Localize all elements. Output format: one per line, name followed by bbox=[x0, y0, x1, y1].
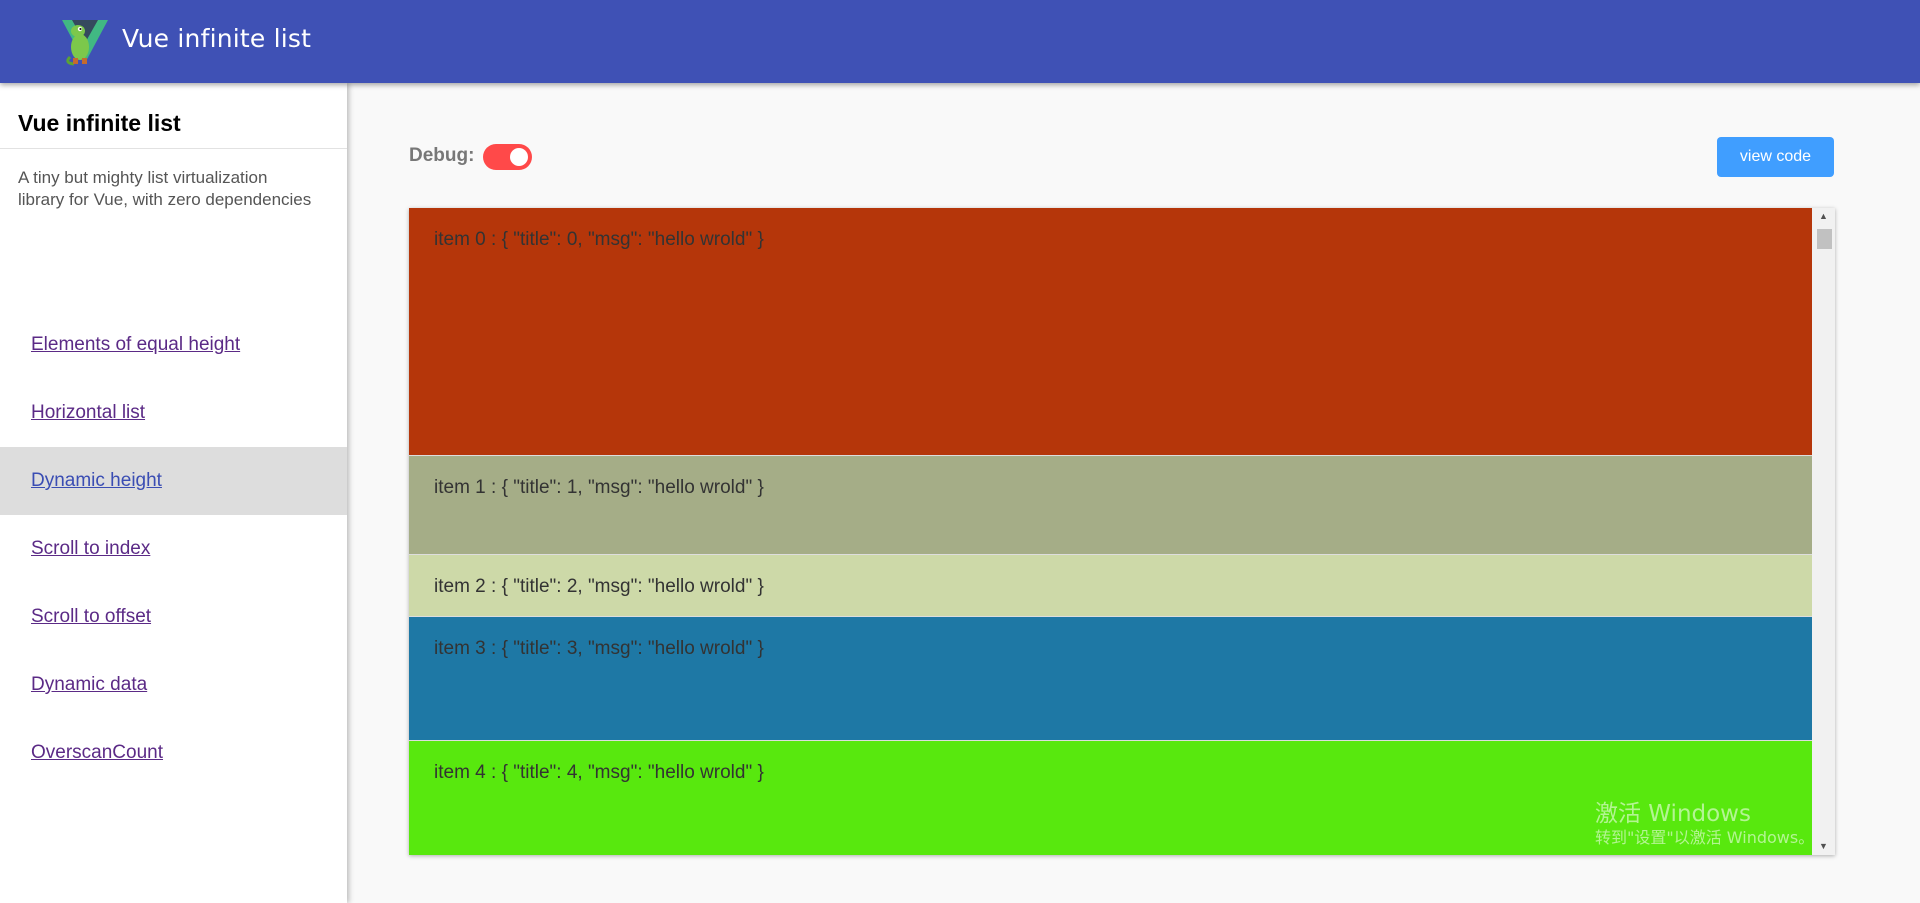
sidebar-item-scroll-to-index[interactable]: Scroll to index bbox=[31, 538, 151, 559]
view-code-button[interactable]: view code bbox=[1717, 137, 1834, 177]
list-items-container: item 0 : { "title": 0, "msg": "hello wro… bbox=[409, 208, 1812, 855]
vertical-scrollbar[interactable]: ▲ ▼ bbox=[1812, 208, 1835, 855]
virtual-list[interactable]: item 0 : { "title": 0, "msg": "hello wro… bbox=[409, 208, 1835, 855]
sidebar-item-scroll-to-offset[interactable]: Scroll to offset bbox=[31, 606, 152, 627]
sidebar-description: A tiny but mighty list virtualization li… bbox=[18, 168, 312, 209]
sidebar-item-horizontal-list[interactable]: Horizontal list bbox=[31, 402, 146, 423]
watermark-line-2: 转到"设置"以激活 Windows。 bbox=[1595, 828, 1815, 847]
watermark-line-1: 激活 Windows bbox=[1595, 801, 1751, 827]
sidebar-item-overscancount[interactable]: OverscanCount bbox=[31, 742, 164, 763]
scroll-up-arrow-icon[interactable]: ▲ bbox=[1819, 211, 1828, 221]
sidebar-title: Vue infinite list bbox=[18, 110, 181, 136]
windows-activation-watermark: 激活 Windows 转到"设置"以激活 Windows。 bbox=[1595, 800, 1814, 848]
list-item: item 3 : { "title": 3, "msg": "hello wro… bbox=[409, 617, 1812, 741]
list-item: item 1 : { "title": 1, "msg": "hello wro… bbox=[409, 456, 1812, 555]
sidebar-item-elements-of-equal-height[interactable]: Elements of equal height bbox=[31, 334, 241, 355]
list-item: item 2 : { "title": 2, "msg": "hello wro… bbox=[409, 555, 1812, 617]
app-title: Vue infinite list bbox=[122, 24, 312, 53]
sidebar-nav: Elements of equal height Horizontal list… bbox=[0, 311, 347, 787]
vue-dinosaur-logo-icon bbox=[62, 20, 108, 66]
debug-label: Debug: bbox=[409, 145, 475, 166]
sidebar: Vue infinite list A tiny but mighty list… bbox=[0, 83, 347, 903]
scroll-down-arrow-icon[interactable]: ▼ bbox=[1819, 841, 1828, 851]
debug-toggle[interactable] bbox=[483, 144, 532, 170]
list-item: item 4 : { "title": 4, "msg": "hello wro… bbox=[409, 741, 1812, 855]
toggle-knob bbox=[510, 148, 528, 166]
scrollbar-thumb[interactable] bbox=[1817, 229, 1832, 249]
sidebar-divider bbox=[0, 148, 347, 149]
sidebar-item-dynamic-height[interactable]: Dynamic height bbox=[0, 447, 347, 515]
list-item: item 0 : { "title": 0, "msg": "hello wro… bbox=[409, 208, 1812, 456]
top-app-bar: Vue infinite list bbox=[0, 0, 1920, 83]
sidebar-item-dynamic-data[interactable]: Dynamic data bbox=[31, 674, 148, 695]
